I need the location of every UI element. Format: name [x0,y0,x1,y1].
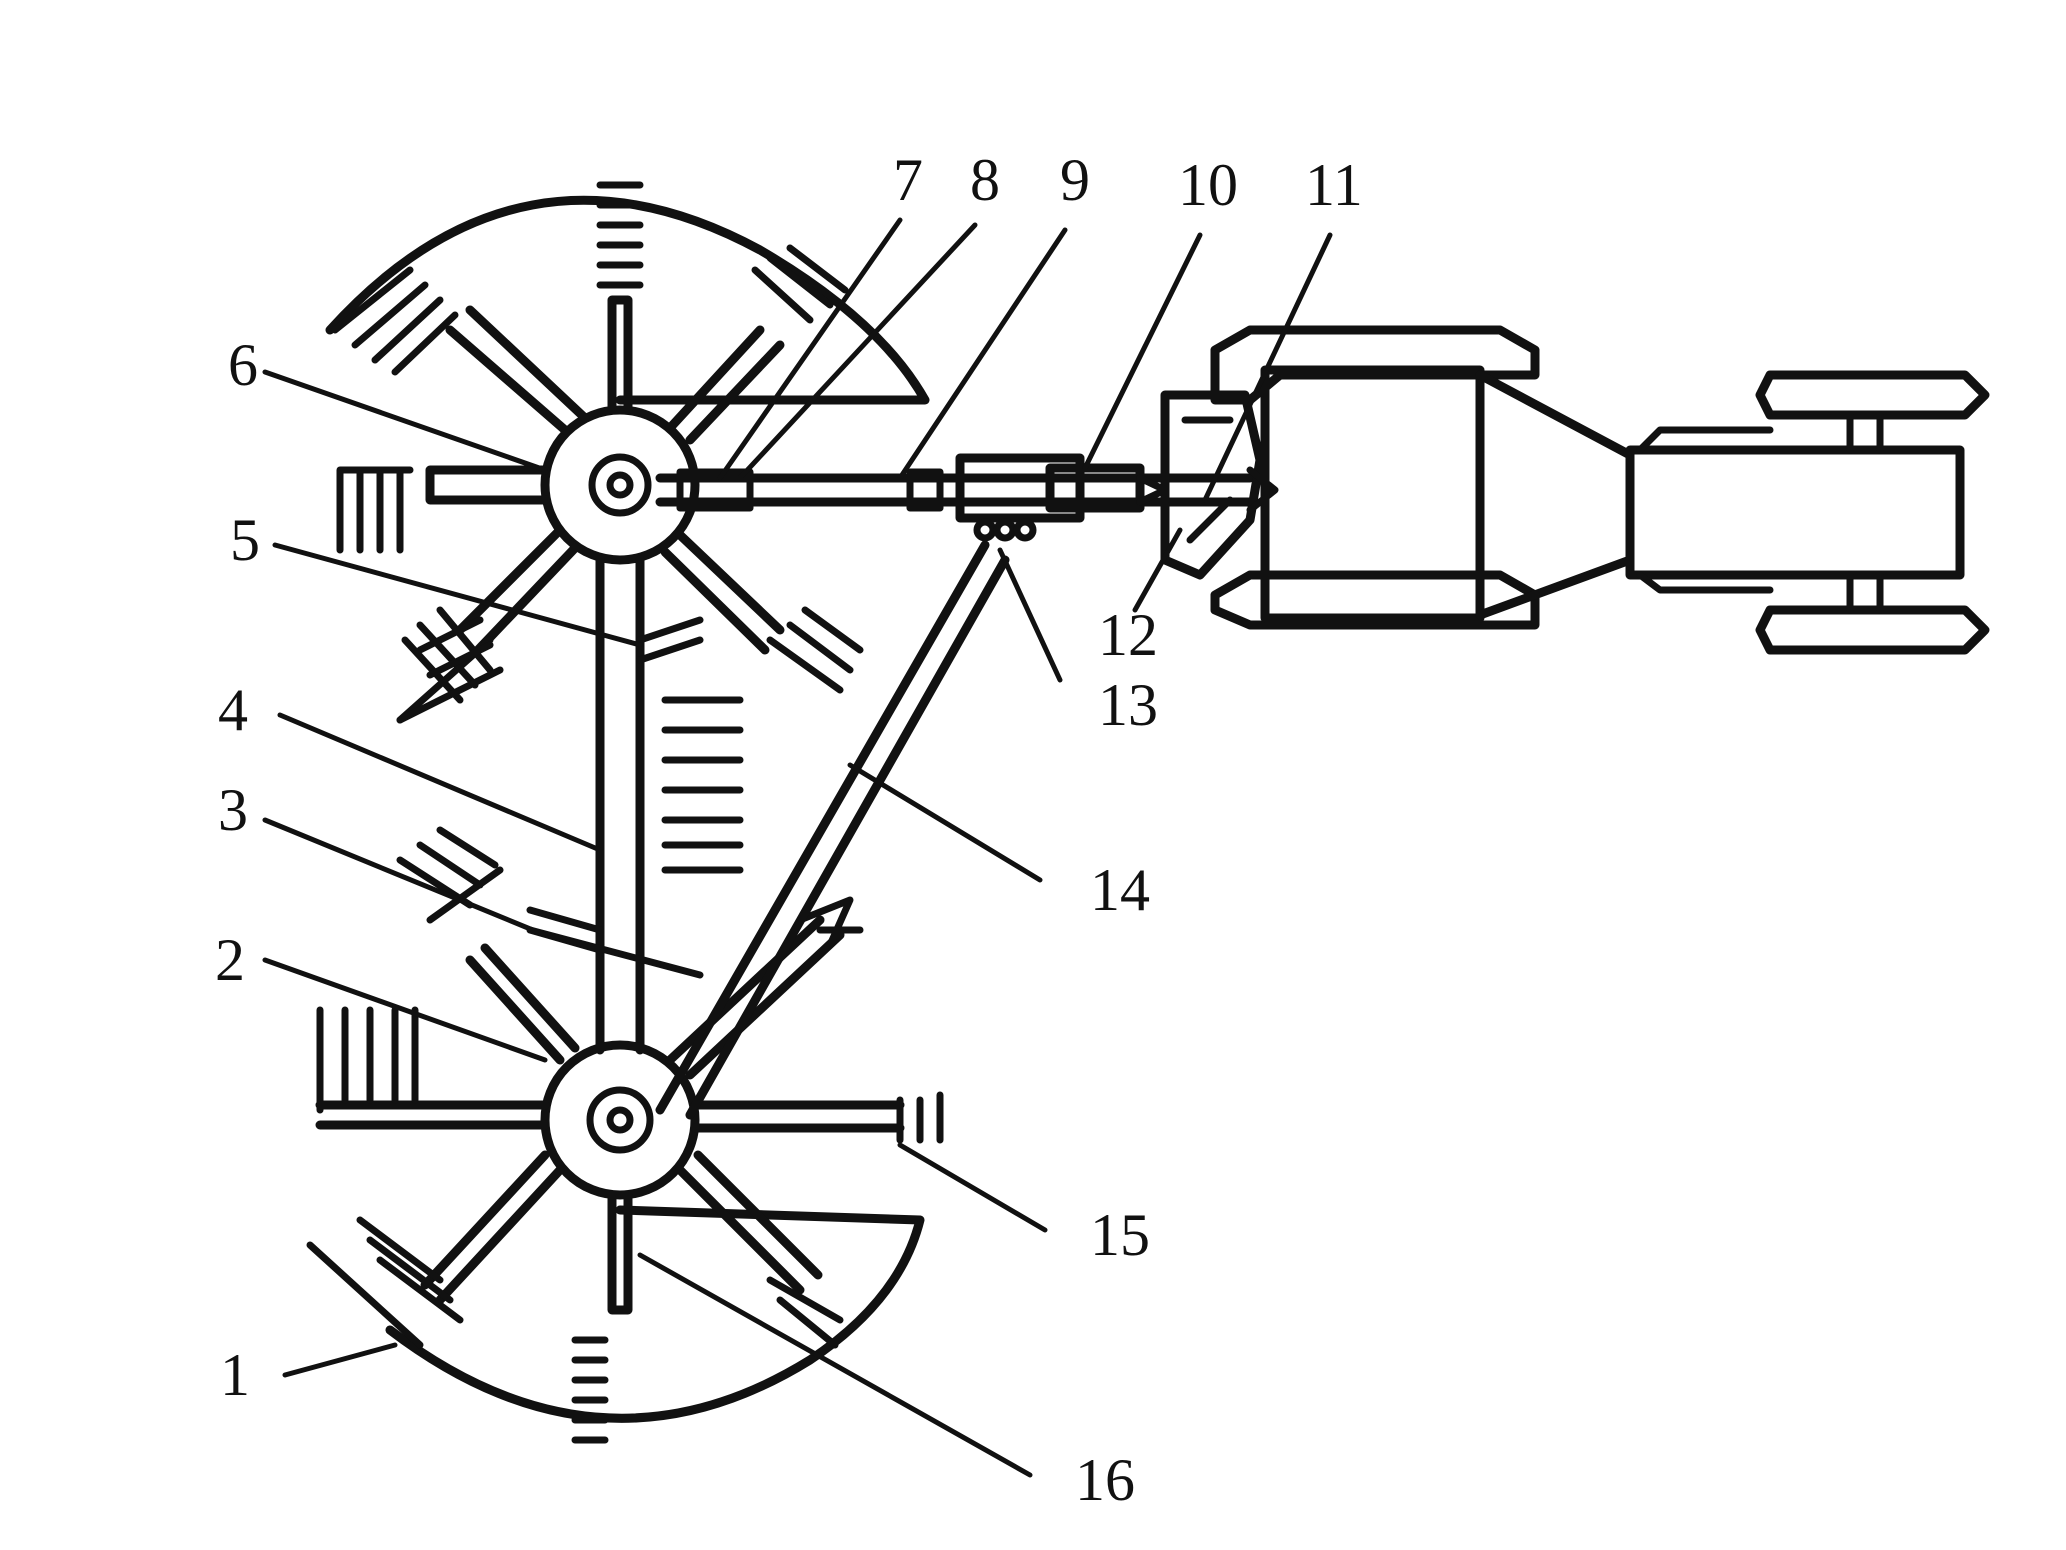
upper-spoke-downleft [455,525,580,655]
upper-tines-top [596,181,644,289]
upper-spoke-upright [665,325,785,445]
middle-tines-right [661,696,744,874]
lower-tines-right [896,1091,944,1144]
lower-spoke-downright [675,1150,823,1295]
callout-10: 10 [1178,152,1238,218]
lower-rotor-cover [385,1205,925,1423]
upper-spoke-downright [660,530,785,655]
tractor [1160,325,1990,655]
upper-spoke-left [425,465,550,505]
leader-7 [717,217,903,481]
rear-wheel-bottom [1210,570,1540,630]
lower-spoke-upleft [465,943,580,1065]
leader-9 [897,227,1068,481]
gearbox-13 [955,453,1085,523]
callout-4: 4 [218,677,248,743]
callout-9: 9 [1060,147,1090,213]
upper-tines-downright [766,606,864,694]
callout-2: 2 [215,927,245,993]
callout-8: 8 [970,147,1000,213]
upper-tines-upleft [331,266,459,376]
front-wheel-bottom [1755,605,1990,655]
lower-spoke-downleft [420,1150,565,1305]
callout-1: 1 [220,1342,250,1408]
upper-tines-left [336,466,414,554]
leader-2 [262,957,548,1063]
leader-15 [897,1142,1048,1233]
lower-tines-downright [766,1276,844,1349]
lower-hub-center [586,1086,654,1154]
lower-tines-bottom [571,1336,609,1444]
lower-rotor [306,896,944,1444]
leader-6 [262,369,548,473]
shaft-coupling-1 [676,468,754,512]
callout-5: 5 [230,507,260,573]
leader-lines [262,217,1333,1478]
main-frame-beam [396,555,744,1055]
lower-spoke-left [315,1100,550,1130]
upper-hub-center [588,453,652,517]
lower-tines-downleft [306,1216,464,1349]
upper-hub [540,405,700,565]
leader-16 [637,1252,1033,1478]
middle-tines-left-2 [396,616,504,724]
diagonal-drawbar [655,540,1010,1120]
leader-5 [272,542,643,648]
callout-14: 14 [1090,857,1150,923]
leader-4 [277,712,603,853]
beam-side-arm-lower [526,906,704,979]
callout-13: 13 [1098,672,1158,738]
lower-tines-upright [796,896,864,949]
leader-14 [847,762,1043,883]
leader-10 [1082,232,1203,471]
rear-wheel-top [1210,325,1540,405]
leader-11 [1202,232,1333,503]
shaft-coupling-2 [906,468,944,512]
upper-rotor-cover [325,195,930,405]
callout-11: 11 [1305,152,1363,218]
callout-12: 12 [1098,602,1158,668]
drive-shaft [655,453,1255,542]
lower-spoke-upright [665,915,845,1080]
leader-3 [262,817,548,938]
callout-3: 3 [218,777,248,843]
tractor-body [1475,370,1635,620]
leader-8 [737,222,978,481]
middle-tines-left [396,826,504,924]
leader-12 [1132,527,1183,613]
callout-6: 6 [228,332,258,398]
leader-13 [997,547,1063,683]
tractor-cab [1260,365,1485,623]
callout-15: 15 [1090,1202,1150,1268]
upper-rotor [325,181,930,724]
front-wheel-top [1755,370,1990,420]
upper-spoke-up [607,295,633,415]
lower-spoke-down [607,1190,633,1315]
callout-7: 7 [893,147,923,213]
shaft-coupling-10 [1045,463,1145,513]
lower-spoke-right [690,1100,905,1133]
tractor-hood [1625,445,1965,580]
callout-labels: 1 2 3 4 5 6 7 8 9 10 11 12 13 14 15 16 [215,147,1363,1513]
leader-1 [282,1342,398,1378]
upper-tines-upright [751,244,849,324]
callout-16: 16 [1075,1447,1135,1513]
beam-side-arm-upper [636,616,704,664]
lower-hub [540,1040,700,1200]
upper-spoke-upleft [445,305,590,435]
lower-tines-left [316,1006,419,1114]
